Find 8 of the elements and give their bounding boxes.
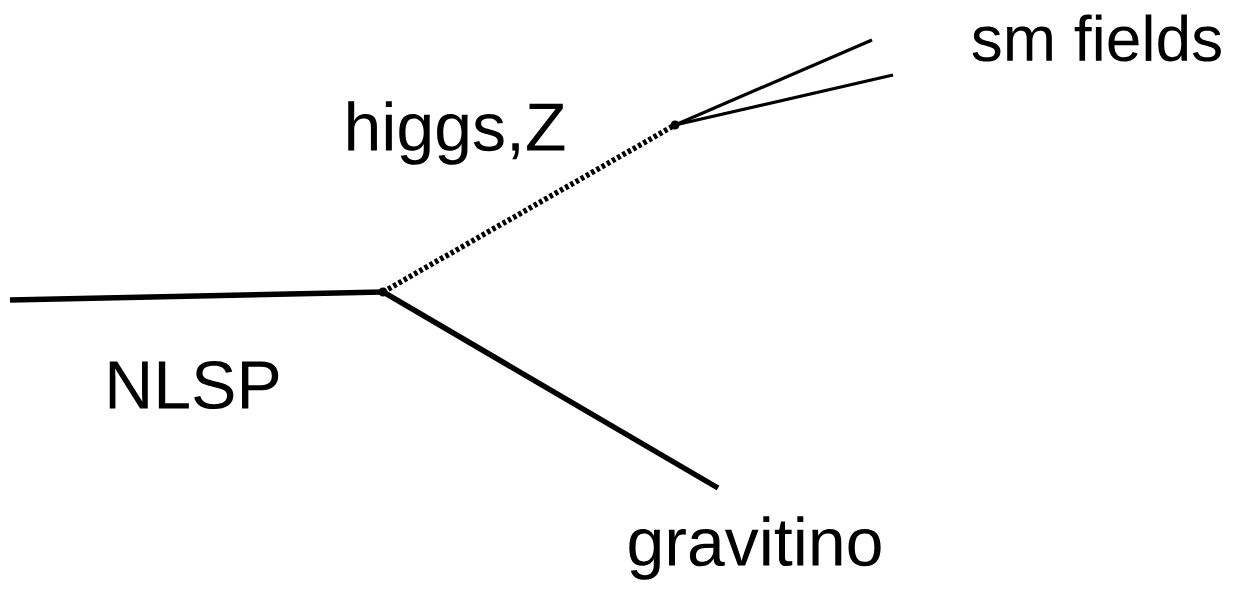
- edge-label: NLSP: [109, 360, 279, 410]
- particle-label: sm fields: [972, 14, 1221, 62]
- edge-label: higgs,Z: [348, 101, 565, 165]
- edge-label: gravitino: [629, 516, 881, 580]
- line: [9, 289, 384, 303]
- line: [674, 73, 894, 127]
- line: [381, 289, 720, 491]
- line: [674, 38, 873, 127]
